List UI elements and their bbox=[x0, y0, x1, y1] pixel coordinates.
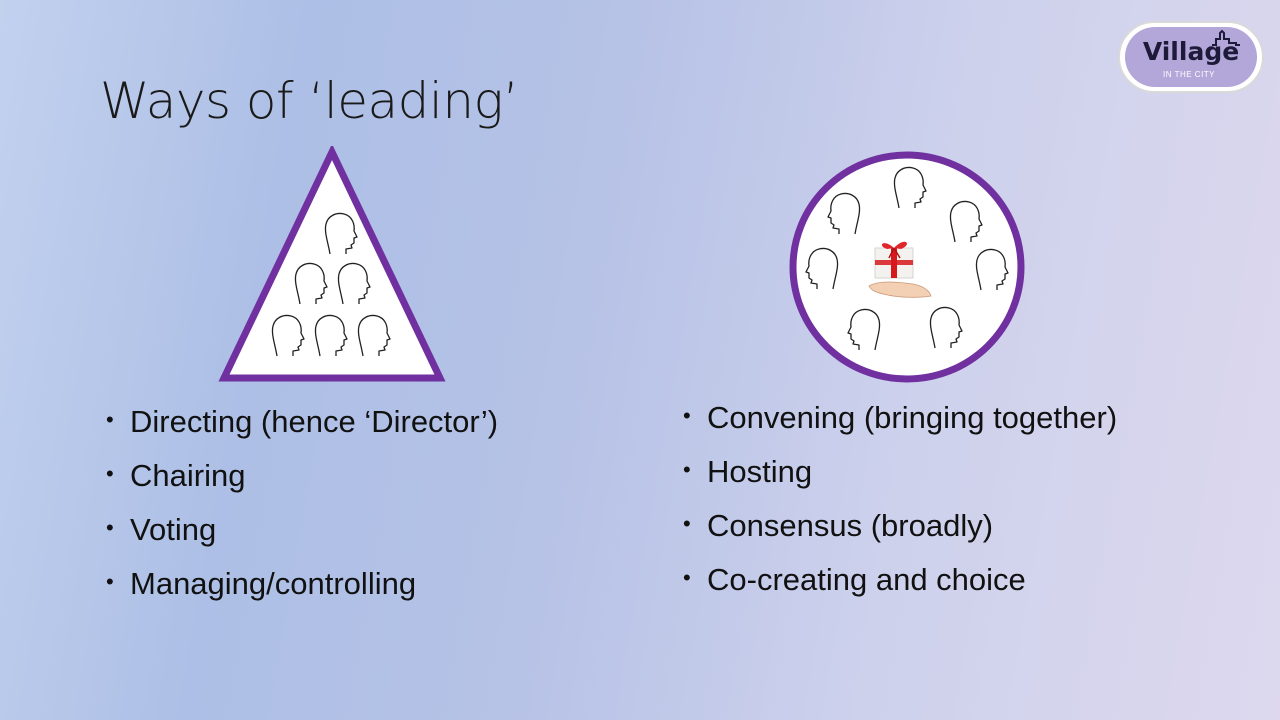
gift-in-hand-icon bbox=[868, 241, 932, 298]
slide-title: Ways of ‘leading’ bbox=[100, 72, 519, 130]
right-bullet-list: Convening (bringing together) Hosting Co… bbox=[683, 391, 1117, 607]
left-bullet-list: Directing (hence ‘Director’) Chairing Vo… bbox=[106, 395, 498, 611]
logo-badge-icon bbox=[1118, 21, 1264, 93]
convening-circle bbox=[789, 151, 1025, 383]
village-logo: Village IN THE CITY bbox=[1116, 19, 1266, 95]
list-item: Hosting bbox=[683, 445, 1117, 499]
list-item: Voting bbox=[106, 503, 498, 557]
list-item: Convening (bringing together) bbox=[683, 391, 1117, 445]
logo-sub-text: IN THE CITY bbox=[1162, 70, 1216, 79]
logo-main-text: Village bbox=[1142, 37, 1240, 66]
hierarchy-triangle bbox=[218, 146, 446, 382]
list-item: Managing/controlling bbox=[106, 557, 498, 611]
list-item: Consensus (broadly) bbox=[683, 499, 1117, 553]
list-item: Chairing bbox=[106, 449, 498, 503]
list-item: Co-creating and choice bbox=[683, 553, 1117, 607]
list-item: Directing (hence ‘Director’) bbox=[106, 395, 498, 449]
